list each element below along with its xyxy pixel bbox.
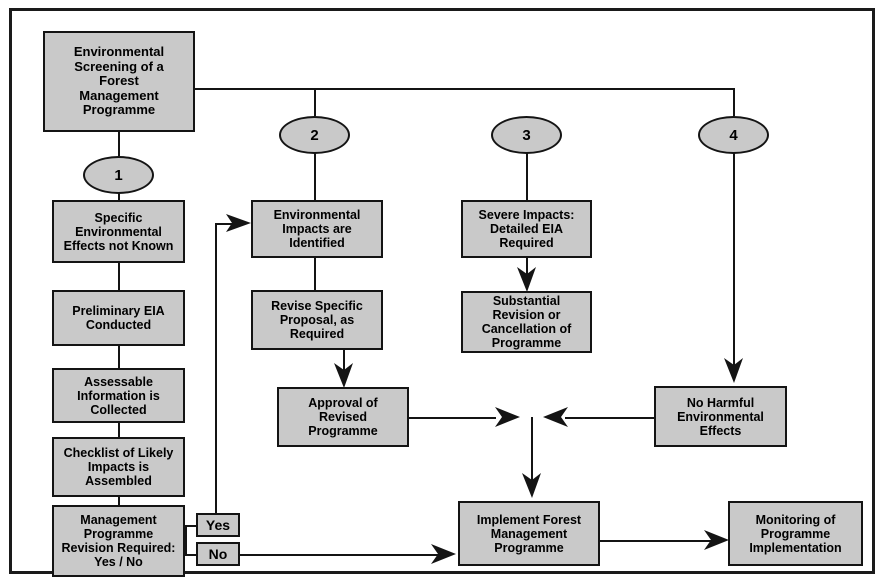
connector-badge4-to-noharmful: [733, 153, 735, 371]
node-environmental-impacts-identified-label: Environmental Impacts are Identified: [273, 208, 361, 250]
node-monitoring-of-programme-implementation-label: Monitoring of Programme Implementation: [749, 512, 842, 555]
connector-implement-to-monitoring: [600, 540, 716, 542]
node-substantial-revision-cancellation-label: Substantial Revision or Cancellation of …: [481, 294, 572, 350]
badge-2[interactable]: 2: [279, 116, 350, 154]
node-revise-specific-proposal-label: Revise Specific Proposal, as Required: [271, 299, 363, 341]
node-specific-environmental-effects[interactable]: Specific Environmental Effects not Known: [52, 200, 185, 263]
connector-yes-riser: [215, 223, 217, 516]
decision-tag-yes-label: Yes: [205, 517, 231, 533]
connector-management-to-yes: [185, 525, 196, 527]
node-revise-specific-proposal[interactable]: Revise Specific Proposal, as Required: [251, 290, 383, 350]
connector-badge2-to-impacts: [314, 153, 316, 201]
node-implement-forest-management-label: Implement Forest Management Programme: [476, 512, 582, 555]
node-implement-forest-management[interactable]: Implement Forest Management Programme: [458, 501, 600, 566]
connector-prelim-to-assessable: [118, 345, 120, 369]
connector-trunk-to-badge4: [733, 88, 735, 116]
decision-tag-yes[interactable]: Yes: [196, 513, 240, 537]
decision-tag-no[interactable]: No: [196, 542, 240, 566]
connector-yes-riser-to-impacts: [215, 223, 239, 225]
badge-1-label: 1: [114, 166, 123, 184]
connector-assessable-to-checklist: [118, 422, 120, 438]
node-specific-environmental-effects-label: Specific Environmental Effects not Known: [63, 210, 174, 253]
node-assessable-information-collected[interactable]: Assessable Information is Collected: [52, 368, 185, 423]
connector-specific-to-prelim: [118, 262, 120, 291]
node-severe-impacts-detailed-eia[interactable]: Severe Impacts: Detailed EIA Required: [461, 200, 592, 258]
node-monitoring-of-programme-implementation[interactable]: Monitoring of Programme Implementation: [728, 501, 863, 566]
node-root-screening-label: Environmental Screening of a Forest Mana…: [73, 44, 165, 118]
connector-approval-to-junction: [408, 417, 496, 419]
connector-severe-to-substantial: [526, 257, 528, 279]
node-checklist-of-likely-impacts-label: Checklist of Likely Impacts is Assembled: [63, 446, 174, 488]
node-severe-impacts-detailed-eia-label: Severe Impacts: Detailed EIA Required: [478, 208, 575, 250]
node-preliminary-eia-conducted[interactable]: Preliminary EIA Conducted: [52, 290, 185, 346]
node-approval-of-revised-programme-label: Approval of Revised Programme: [308, 396, 378, 438]
badge-3-label: 3: [522, 126, 531, 144]
node-environmental-impacts-identified[interactable]: Environmental Impacts are Identified: [251, 200, 383, 258]
badge-4-label: 4: [729, 126, 738, 144]
connector-badge1-to-specific: [118, 193, 120, 201]
node-preliminary-eia-conducted-label: Preliminary EIA Conducted: [72, 304, 165, 332]
connector-management-to-no: [185, 554, 196, 556]
connector-noharmful-to-junction: [565, 417, 655, 419]
connector-revise-to-approval: [343, 349, 345, 377]
decision-tag-no-label: No: [208, 546, 228, 562]
connector-root-to-badge1: [118, 132, 120, 156]
badge-4[interactable]: 4: [698, 116, 769, 154]
badge-3[interactable]: 3: [491, 116, 562, 154]
connector-junction-to-implement: [531, 417, 533, 485]
connector-no-to-implement: [240, 554, 443, 556]
connector-trunk-to-badge2: [314, 88, 316, 116]
connector-checklist-to-management: [118, 496, 120, 506]
diagram-frame: Environmental Screening of a Forest Mana…: [9, 8, 875, 577]
node-checklist-of-likely-impacts[interactable]: Checklist of Likely Impacts is Assembled: [52, 437, 185, 497]
connector-top-trunk: [193, 88, 735, 90]
connector-impacts-to-revise: [314, 257, 316, 291]
node-assessable-information-collected-label: Assessable Information is Collected: [77, 374, 160, 417]
node-no-harmful-environmental-effects[interactable]: No Harmful Environmental Effects: [654, 386, 787, 447]
badge-1[interactable]: 1: [83, 156, 154, 194]
node-approval-of-revised-programme[interactable]: Approval of Revised Programme: [277, 387, 409, 447]
badge-2-label: 2: [310, 126, 319, 144]
node-management-programme-revision[interactable]: Management Programme Revision Required: …: [52, 505, 185, 577]
node-no-harmful-environmental-effects-label: No Harmful Environmental Effects: [677, 395, 764, 438]
node-root-screening[interactable]: Environmental Screening of a Forest Mana…: [43, 31, 195, 132]
connector-yes-no-spine: [185, 525, 187, 555]
node-substantial-revision-cancellation[interactable]: Substantial Revision or Cancellation of …: [461, 291, 592, 353]
connector-badge3-to-severe: [526, 153, 528, 201]
node-management-programme-revision-label: Management Programme Revision Required: …: [61, 513, 176, 569]
